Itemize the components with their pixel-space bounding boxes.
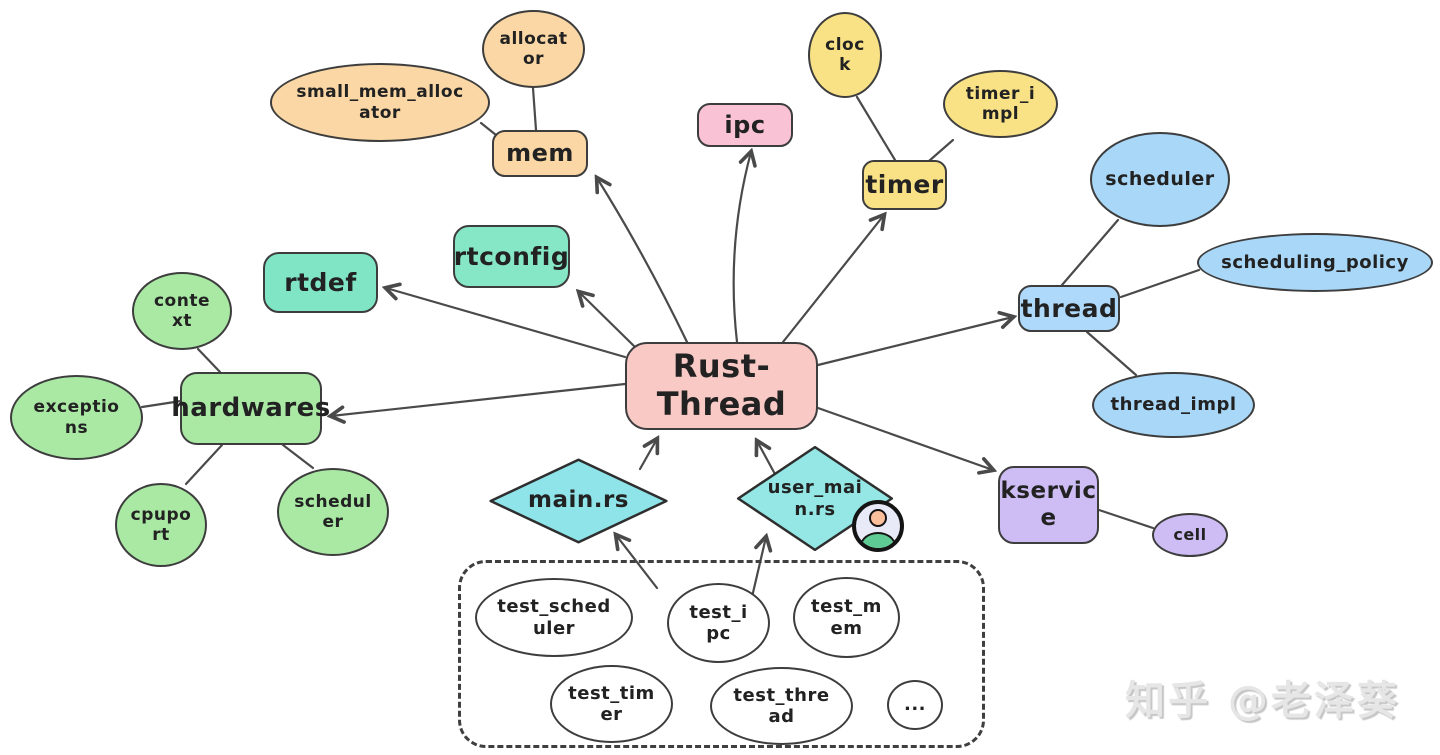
- edge-threadimpl-thread: [1085, 330, 1138, 377]
- arrow-center-hardwares: [331, 382, 627, 416]
- node-allocator[interactable]: allocat or: [482, 10, 585, 88]
- node-test-mem[interactable]: test_m em: [793, 577, 900, 658]
- node-scheduling-policy[interactable]: scheduling_policy: [1197, 233, 1433, 292]
- node-label: small_mem_alloc ator: [296, 82, 464, 123]
- node-thread[interactable]: thread: [1018, 285, 1120, 332]
- arrow-center-ipc: [732, 152, 751, 344]
- node-mem[interactable]: mem: [492, 130, 588, 177]
- node-label: exceptio ns: [33, 397, 120, 438]
- node-cell[interactable]: cell: [1152, 513, 1228, 557]
- arrow-center-rtconfig: [579, 292, 636, 348]
- node-label: main.rs: [527, 487, 629, 514]
- user-avatar-icon: [852, 500, 904, 552]
- node-label: rtconfig: [453, 241, 570, 271]
- node-ipc[interactable]: ipc: [697, 103, 793, 147]
- node-scheduler-hw[interactable]: schedul er: [277, 468, 389, 556]
- edge-cpuport-hardwares: [184, 443, 224, 486]
- edge-exceptions-hardwares: [140, 399, 183, 409]
- edge-schedpolicy-thread: [1119, 268, 1201, 299]
- node-label: Rust- Thread: [656, 347, 787, 423]
- node-label: cell: [1173, 524, 1207, 544]
- node-label: test_thre ad: [733, 684, 830, 727]
- node-test-thread[interactable]: test_thre ad: [710, 667, 853, 745]
- avatar-head-shape: [869, 509, 887, 527]
- edge-scheduler-thread: [1060, 218, 1120, 287]
- node-rtconfig[interactable]: rtconfig: [453, 225, 570, 288]
- edge-allocator-mem: [531, 86, 538, 132]
- edge-schedulerhw-hardwares: [281, 443, 315, 470]
- node-label: thread: [1020, 293, 1118, 323]
- watermark-text: 知乎 @老泽葵: [1125, 678, 1400, 724]
- node-test-timer[interactable]: test_tim er: [550, 665, 673, 743]
- node-hardwares[interactable]: hardwares: [171, 372, 330, 445]
- node-label: scheduling_policy: [1221, 251, 1409, 273]
- node-thread-impl[interactable]: thread_impl: [1092, 372, 1255, 438]
- node-label: test_i pc: [689, 601, 748, 644]
- edge-timerimpl-timer: [927, 138, 955, 163]
- node-timer[interactable]: timer: [862, 160, 947, 210]
- node-label: test_tim er: [568, 682, 655, 725]
- node-timer-impl[interactable]: timer_i mpl: [943, 70, 1058, 138]
- edge-context-hardwares: [196, 347, 222, 374]
- arrow-mainrs-center: [638, 439, 657, 471]
- node-exceptions[interactable]: exceptio ns: [10, 375, 143, 460]
- node-test-ipc[interactable]: test_i pc: [667, 583, 770, 663]
- node-scheduler[interactable]: scheduler: [1090, 132, 1230, 227]
- arrow-center-timer: [781, 215, 884, 344]
- node-rust-thread[interactable]: Rust- Thread: [625, 342, 818, 430]
- node-label: test_m em: [811, 596, 882, 639]
- node-label: timer_i mpl: [965, 83, 1036, 124]
- node-label: user_mai n.rs: [767, 477, 863, 520]
- edge-clock-timer: [855, 95, 897, 162]
- node-label: conte xt: [153, 290, 210, 331]
- edge-smallmem-mem: [479, 121, 498, 137]
- node-label: kservic e: [1000, 477, 1097, 531]
- node-label: timer: [865, 170, 944, 200]
- arrow-center-thread: [816, 317, 1013, 367]
- node-context[interactable]: conte xt: [132, 272, 232, 350]
- node-label: hardwares: [171, 393, 331, 424]
- node-label: ipc: [724, 110, 766, 139]
- edge-kservice-cell: [1097, 508, 1155, 530]
- arrow-center-kservice: [816, 406, 993, 470]
- node-test-scheduler[interactable]: test_sched uler: [475, 578, 633, 657]
- node-label: test_sched uler: [497, 596, 611, 639]
- node-rtdef[interactable]: rtdef: [263, 252, 378, 313]
- node-label: thread_impl: [1110, 394, 1237, 416]
- node-cpuport[interactable]: cpupo rt: [115, 483, 207, 567]
- arrow-center-rtdef: [386, 288, 627, 359]
- node-label: cpupo rt: [130, 504, 192, 545]
- node-label: scheduler: [1105, 168, 1215, 191]
- node-kservice[interactable]: kservic e: [998, 466, 1099, 544]
- node-small-mem-allocator[interactable]: small_mem_alloc ator: [270, 63, 490, 142]
- node-label: cloc k: [825, 34, 865, 75]
- node-label: mem: [506, 139, 574, 168]
- node-label: rtdef: [284, 267, 357, 297]
- node-label: ...: [903, 694, 926, 716]
- tests-group-container[interactable]: [458, 560, 985, 748]
- node-label: allocat or: [499, 28, 568, 69]
- node-clock[interactable]: cloc k: [808, 12, 882, 98]
- arrow-tests-usermain: [750, 537, 766, 599]
- node-label: schedul er: [294, 491, 372, 532]
- node-main-rs[interactable]: main.rs: [487, 458, 670, 544]
- diamond-shape: [487, 458, 670, 544]
- node-test-more[interactable]: ...: [887, 680, 943, 730]
- arrow-center-mem: [597, 178, 689, 344]
